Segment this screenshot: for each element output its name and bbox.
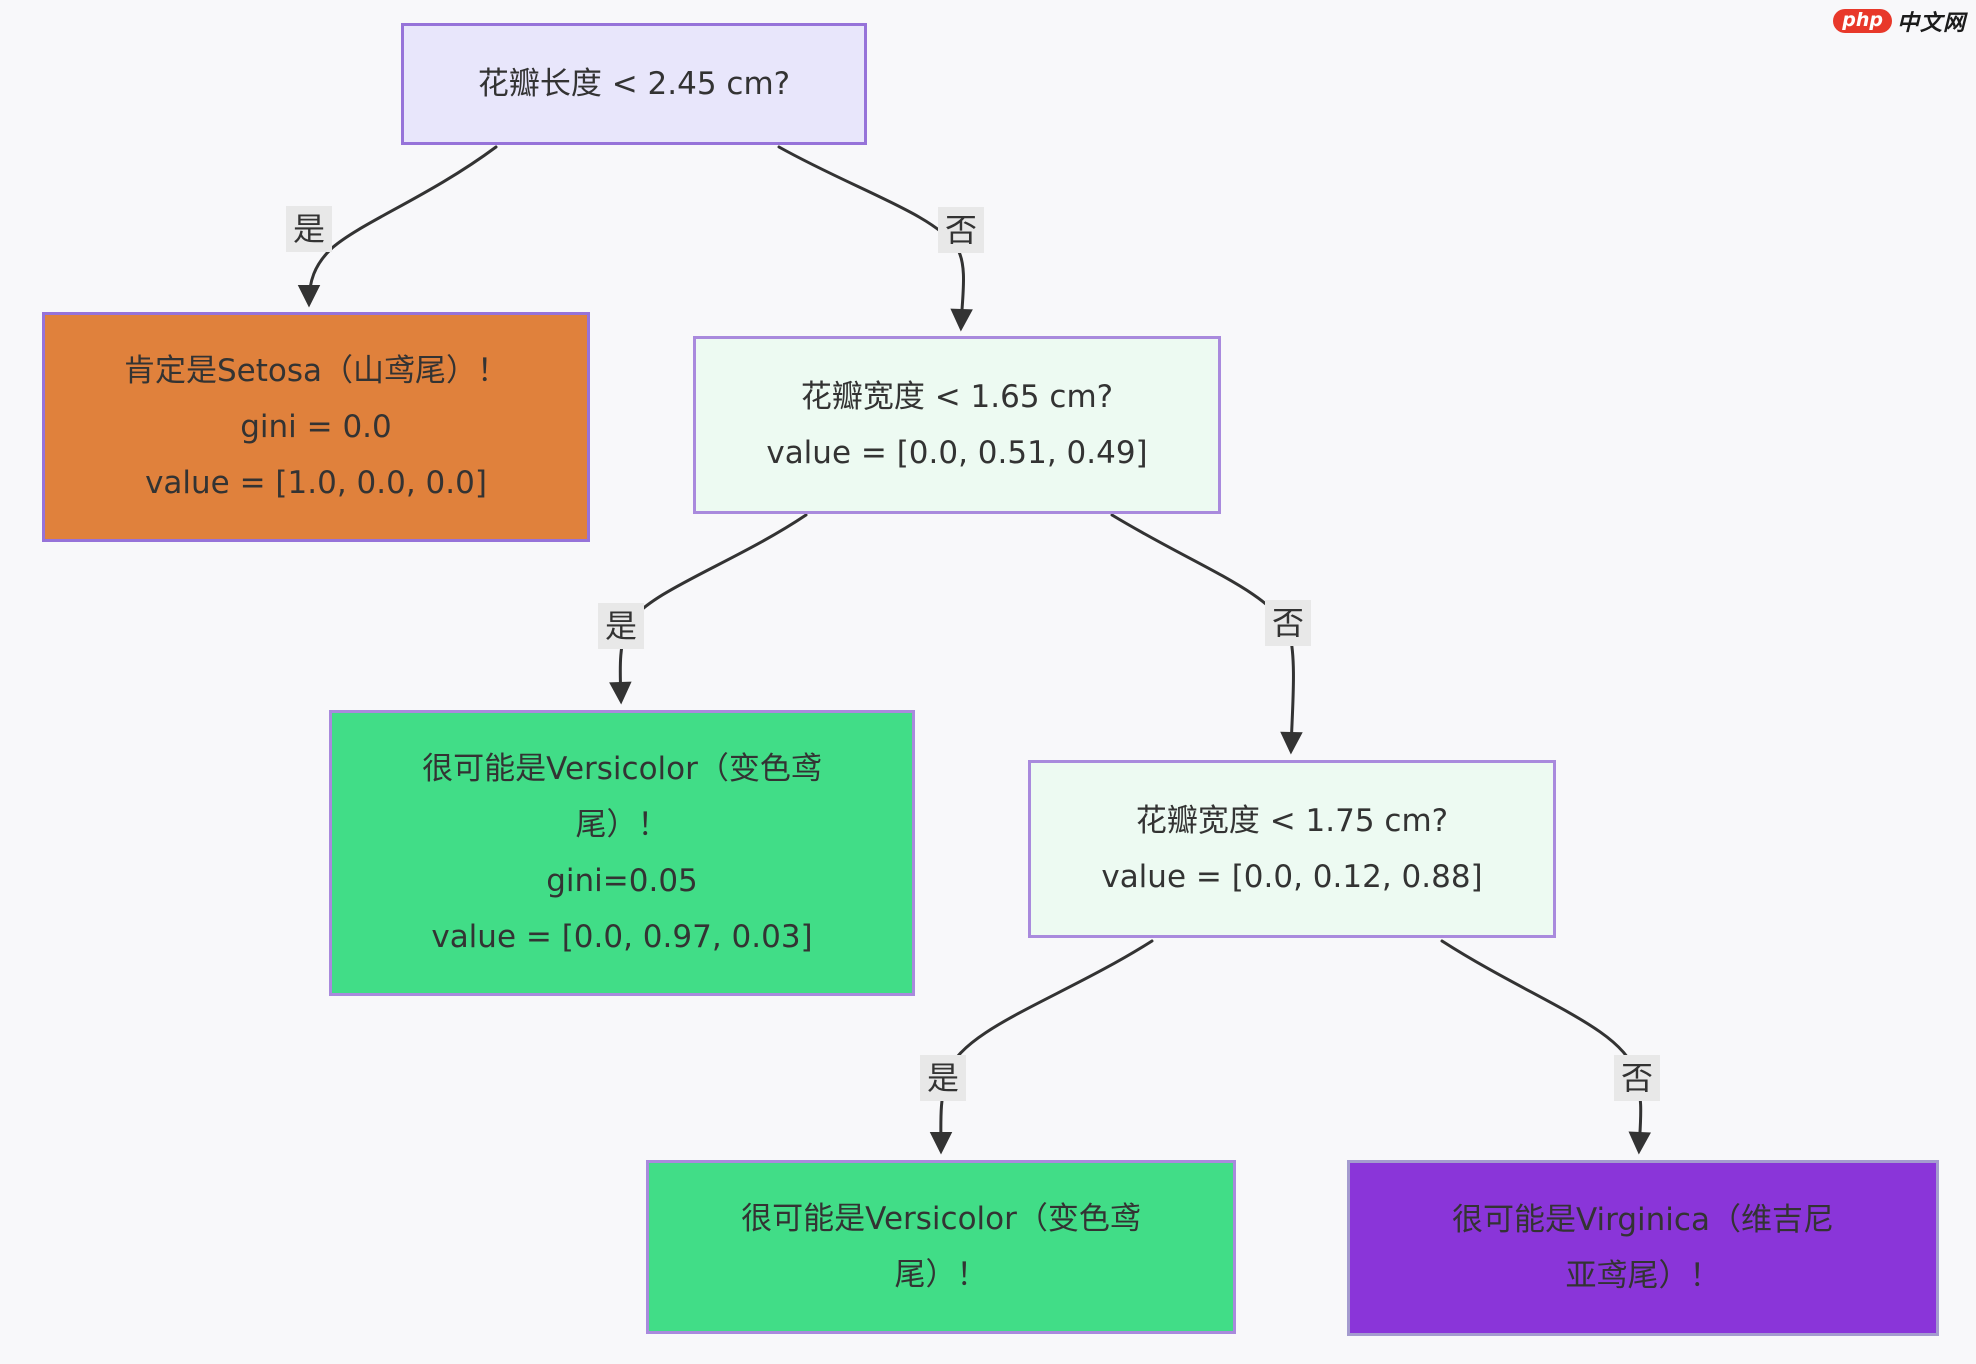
edge-q3-versicolor2	[929, 939, 1154, 1155]
node-value-vector: value = [0.0, 0.97, 0.03]	[431, 919, 813, 955]
edge-label-no: 否	[1264, 600, 1312, 646]
node-leaf-setosa: 肯定是Setosa（山鸢尾）！ gini = 0.0 value = [1.0,…	[42, 312, 590, 542]
node-value-vector: value = [1.0, 0.0, 0.0]	[145, 465, 487, 501]
edge-label-yes: 是	[597, 603, 645, 649]
site-logo: php 中文网	[1833, 5, 1966, 37]
node-text: 尾）！	[894, 1257, 988, 1293]
node-text: 花瓣长度 < 2.45 cm?	[477, 66, 791, 102]
edge-q3-virginica	[1440, 939, 1651, 1155]
edge-label-yes: 是	[919, 1055, 967, 1101]
edge-label-no: 否	[1613, 1055, 1661, 1101]
node-text: 很可能是Versicolor（变色鸢	[422, 751, 822, 787]
edge-q1-q2	[777, 145, 973, 332]
node-text: 很可能是Virginica（维吉尼	[1452, 1202, 1834, 1238]
node-text: 尾）！	[575, 807, 669, 843]
node-question-petal-width-175: 花瓣宽度 < 1.75 cm? value = [0.0, 0.12, 0.88…	[1028, 760, 1556, 938]
node-leaf-versicolor-mid: 很可能是Versicolor（变色鸢 尾）！ gini=0.05 value =…	[329, 710, 915, 996]
node-value-vector: value = [0.0, 0.51, 0.49]	[766, 435, 1148, 471]
node-text: 花瓣宽度 < 1.75 cm?	[1135, 803, 1449, 839]
node-leaf-virginica: 很可能是Virginica（维吉尼 亚鸢尾）！	[1347, 1160, 1939, 1336]
edge-label-yes: 是	[285, 206, 333, 252]
edge-label-no: 否	[937, 207, 985, 253]
node-gini-value: gini = 0.0	[240, 409, 392, 445]
node-gini-value: gini=0.05	[546, 863, 698, 899]
php-logo-badge: php	[1833, 9, 1892, 33]
edge-q2-versicolor1	[609, 513, 808, 705]
node-leaf-versicolor-bottom: 很可能是Versicolor（变色鸢 尾）！	[646, 1160, 1236, 1334]
node-text: 花瓣宽度 < 1.65 cm?	[800, 379, 1114, 415]
node-question-petal-width-165: 花瓣宽度 < 1.65 cm? value = [0.0, 0.51, 0.49…	[693, 336, 1221, 514]
node-value-vector: value = [0.0, 0.12, 0.88]	[1101, 859, 1483, 895]
node-text: 亚鸢尾）！	[1565, 1258, 1721, 1294]
edge-q1-setosa	[297, 145, 498, 308]
node-text: 很可能是Versicolor（变色鸢	[741, 1201, 1141, 1237]
logo-text: 中文网	[1896, 11, 1966, 36]
node-question-petal-length: 花瓣长度 < 2.45 cm?	[401, 23, 867, 145]
node-text: 肯定是Setosa（山鸢尾）！	[123, 353, 509, 389]
